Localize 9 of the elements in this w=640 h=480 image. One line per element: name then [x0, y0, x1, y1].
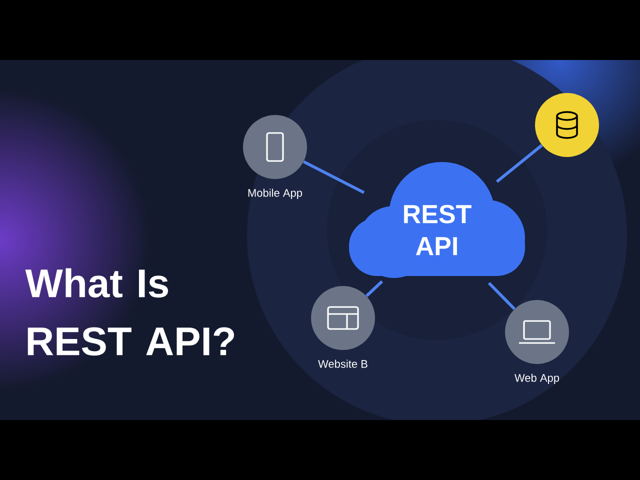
title: What Is REST API? [25, 268, 234, 356]
node-label: Website B [318, 360, 368, 368]
node-label: Mobile App [248, 188, 302, 199]
icon-circle [535, 93, 599, 157]
connector-line [302, 160, 365, 194]
node-label: Web App [514, 374, 560, 384]
connector-line [488, 282, 516, 310]
connector-line [365, 280, 384, 298]
connector-line [496, 144, 543, 183]
